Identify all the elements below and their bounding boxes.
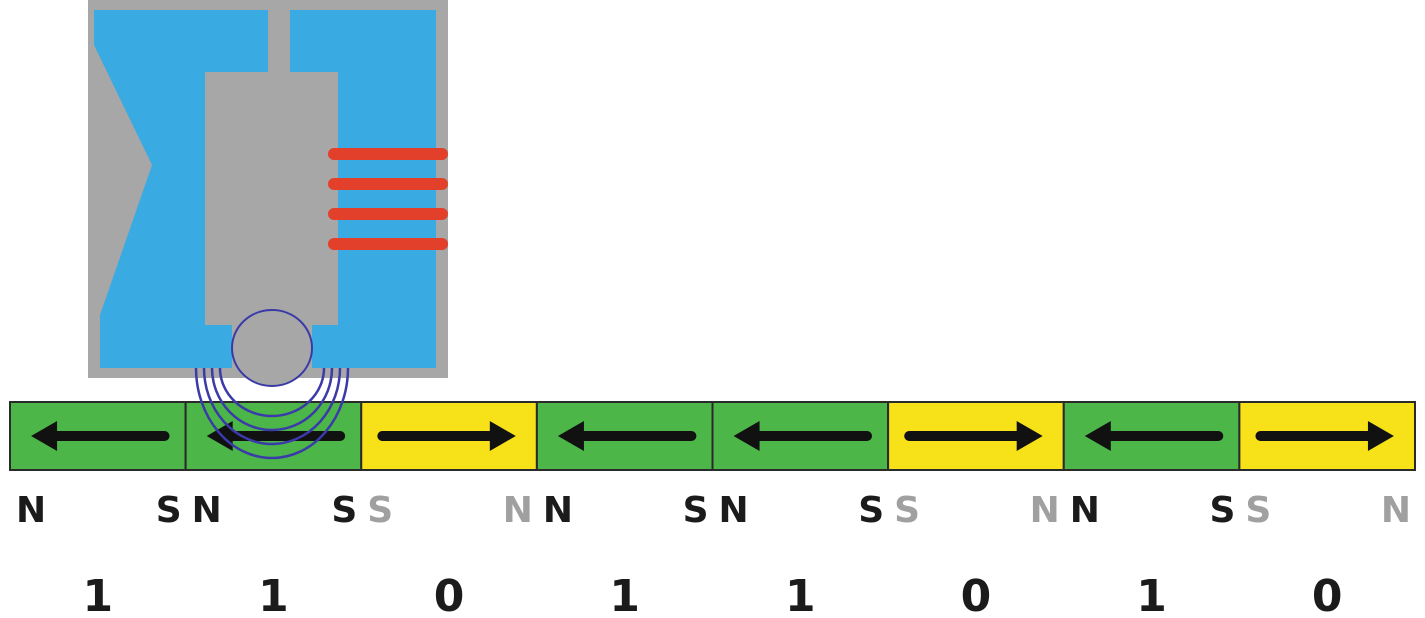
pole-label-right: S bbox=[331, 490, 357, 531]
pole-label-right: S bbox=[1209, 490, 1235, 531]
domain-arrow-head-left bbox=[733, 421, 760, 451]
bit-value: 1 bbox=[785, 571, 816, 618]
bit-values: 1 1 0 1 1 0 1 0 bbox=[83, 571, 1343, 618]
pole-label-left: N bbox=[16, 490, 46, 531]
magnetic-strip bbox=[9, 401, 1416, 471]
bit-value: 1 bbox=[83, 571, 114, 618]
pole-label-left: N bbox=[1070, 490, 1100, 531]
pole-label-right: N bbox=[1030, 490, 1060, 531]
domain-arrow-head-left bbox=[206, 421, 233, 451]
magnetic-field-lines bbox=[194, 367, 350, 460]
pole-label-left: N bbox=[192, 490, 222, 531]
pole-label-left: S bbox=[1245, 490, 1271, 531]
bit-value: 1 bbox=[258, 571, 289, 618]
pole-label-right: S bbox=[683, 490, 709, 531]
head-pole bbox=[205, 72, 338, 325]
pole-label-right: N bbox=[1381, 490, 1411, 531]
pole-label-left: N bbox=[543, 490, 573, 531]
bit-value: 0 bbox=[434, 571, 465, 618]
domain-arrow-head-right bbox=[1016, 421, 1043, 451]
domain-arrow-head-right bbox=[1367, 421, 1394, 451]
domain-arrow-head-left bbox=[31, 421, 58, 451]
field-line bbox=[202, 367, 342, 446]
domain-arrow-head-left bbox=[557, 421, 584, 451]
field-line bbox=[194, 367, 350, 460]
bit-value: 1 bbox=[609, 571, 640, 618]
pole-label-right: N bbox=[503, 490, 533, 531]
pole-label-left: S bbox=[894, 490, 920, 531]
pole-label-right: S bbox=[858, 490, 884, 531]
pole-label-right: S bbox=[156, 490, 182, 531]
domain-arrow-head-left bbox=[1084, 421, 1111, 451]
field-line bbox=[210, 367, 334, 432]
bit-value: 0 bbox=[961, 571, 992, 618]
head-core-left bbox=[94, 10, 268, 368]
head-pole-neck bbox=[268, 0, 290, 72]
bit-value: 1 bbox=[1136, 571, 1167, 618]
head-pole-tip bbox=[231, 309, 313, 387]
coil-winding bbox=[328, 148, 448, 250]
domain-arrow-head-right bbox=[489, 421, 516, 451]
pole-label-left: N bbox=[719, 490, 749, 531]
bit-value: 0 bbox=[1312, 571, 1343, 618]
read-write-head bbox=[88, 0, 448, 387]
pole-label-left: S bbox=[367, 490, 393, 531]
field-line bbox=[218, 367, 326, 418]
